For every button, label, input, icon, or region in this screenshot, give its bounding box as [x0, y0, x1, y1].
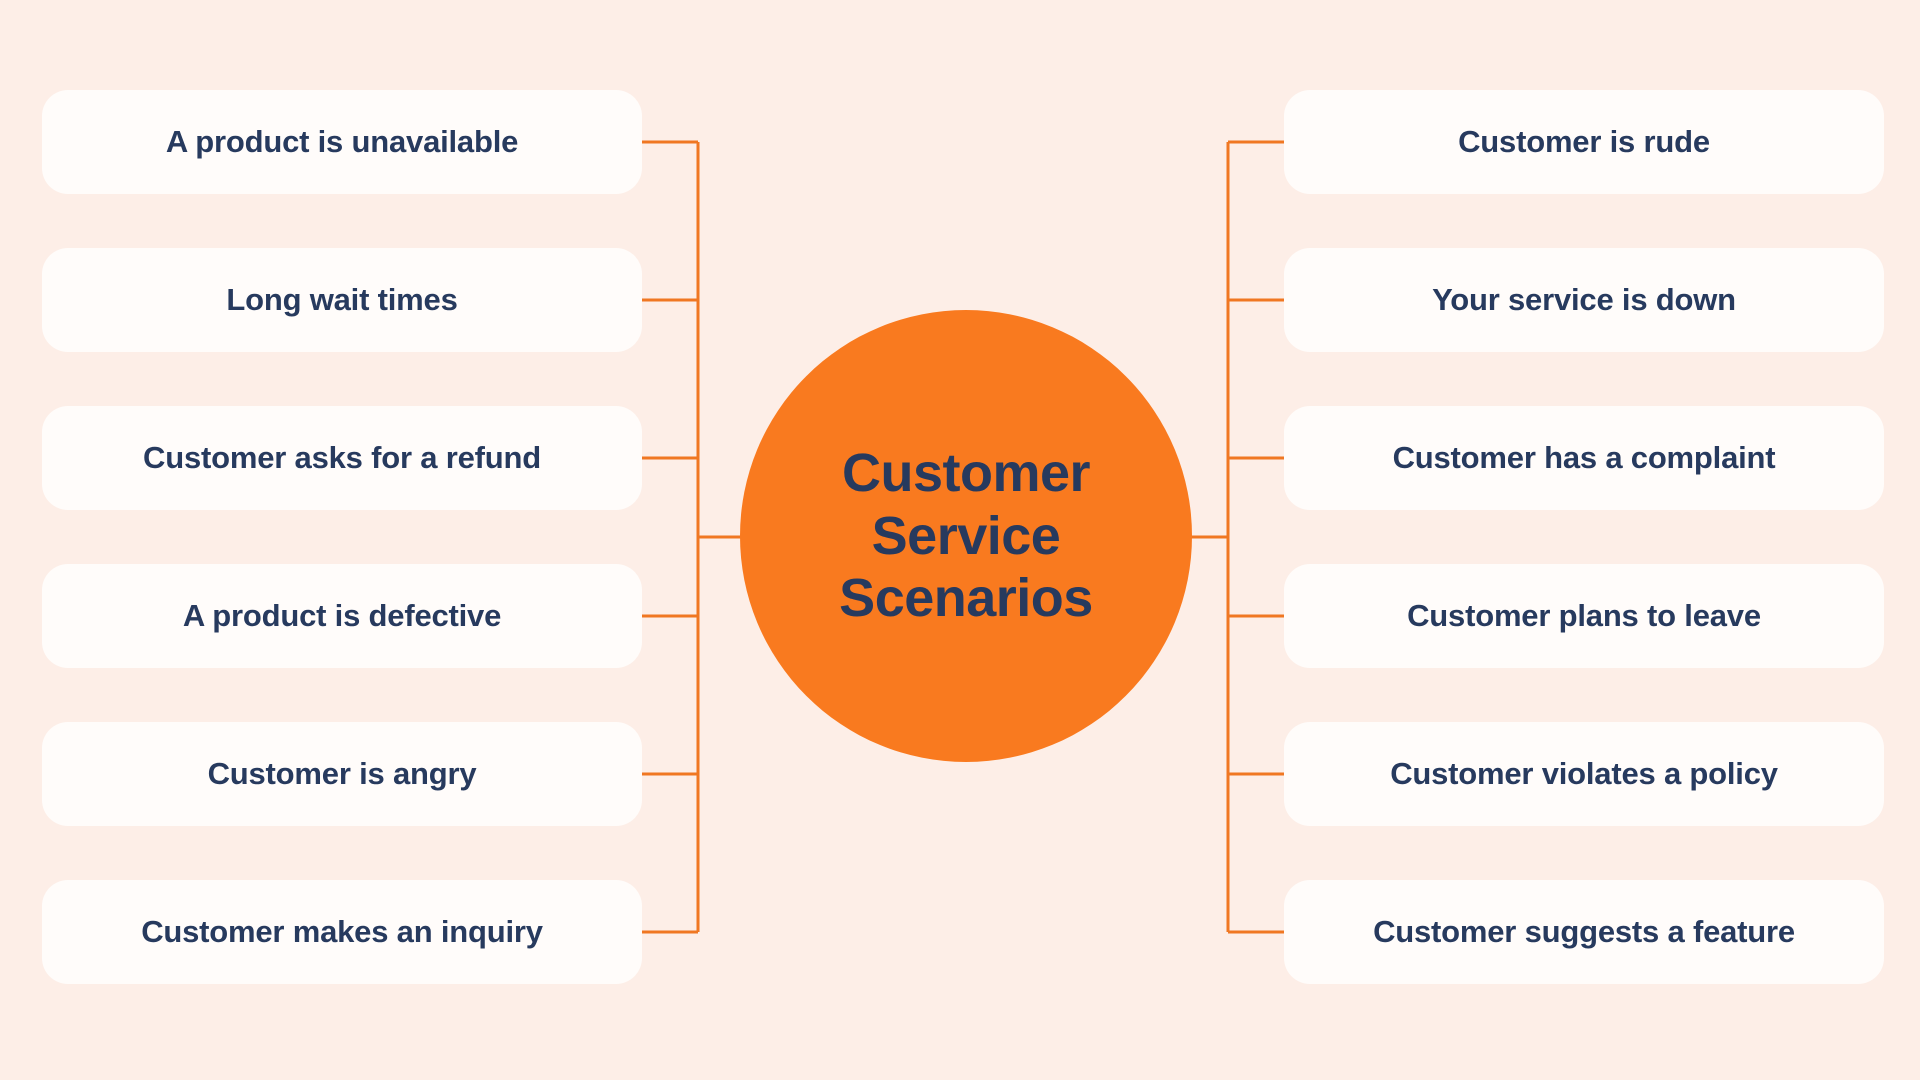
node-right-5[interactable]: Customer violates a policy	[1284, 722, 1884, 826]
node-right-4[interactable]: Customer plans to leave	[1284, 564, 1884, 668]
node-right-3-label: Customer has a complaint	[1392, 440, 1776, 476]
node-left-1-label: A product is unavailable	[165, 124, 519, 160]
node-right-2-label: Your service is down	[1432, 282, 1736, 318]
node-left-5[interactable]: Customer is angry	[42, 722, 642, 826]
node-right-6[interactable]: Customer suggests a feature	[1284, 880, 1884, 984]
node-left-2-label: Long wait times	[226, 282, 458, 318]
node-right-1-label: Customer is rude	[1458, 124, 1710, 160]
node-left-3-label: Customer asks for a refund	[143, 440, 541, 476]
central-hub-title: Customer Service Scenarios	[839, 443, 1093, 629]
node-left-5-label: Customer is angry	[207, 756, 477, 792]
node-right-5-label: Customer violates a policy	[1390, 756, 1778, 792]
node-left-2[interactable]: Long wait times	[42, 248, 642, 352]
central-hub-circle[interactable]: Customer Service Scenarios	[740, 310, 1192, 762]
node-left-4-label: A product is defective	[182, 598, 502, 634]
node-left-4[interactable]: A product is defective	[42, 564, 642, 668]
node-left-3[interactable]: Customer asks for a refund	[42, 406, 642, 510]
node-right-4-label: Customer plans to leave	[1407, 598, 1761, 634]
node-right-6-label: Customer suggests a feature	[1373, 914, 1795, 950]
node-right-1[interactable]: Customer is rude	[1284, 90, 1884, 194]
node-left-6[interactable]: Customer makes an inquiry	[42, 880, 642, 984]
node-left-1[interactable]: A product is unavailable	[42, 90, 642, 194]
node-right-2[interactable]: Your service is down	[1284, 248, 1884, 352]
node-left-6-label: Customer makes an inquiry	[141, 914, 543, 950]
node-right-3[interactable]: Customer has a complaint	[1284, 406, 1884, 510]
